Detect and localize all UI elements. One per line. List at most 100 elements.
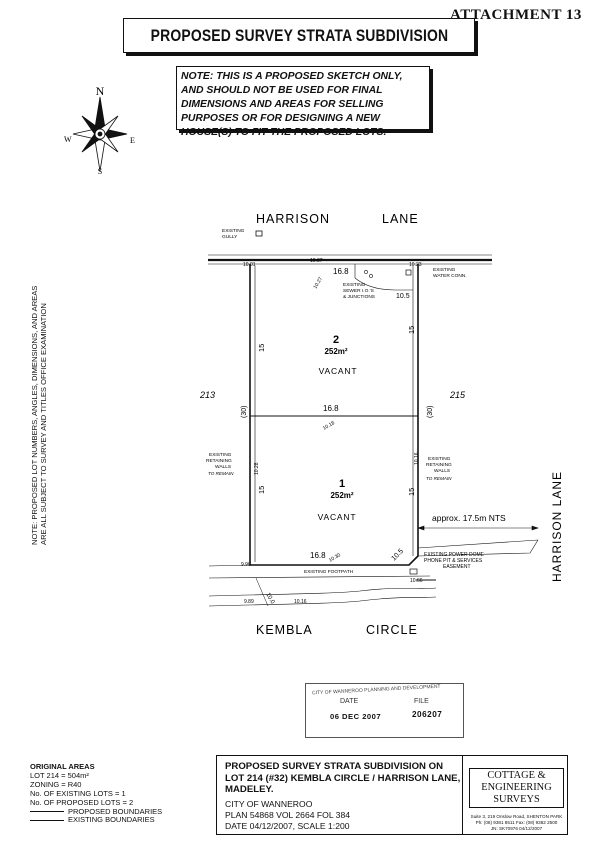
company-block: COTTAGE & ENGINEERING SURVEYS Suite 3, 2… <box>469 768 564 832</box>
lot2-status: VACANT <box>319 366 358 376</box>
stamp-date-value: 06 DEC 2007 <box>330 712 382 721</box>
harrison-lane-road <box>208 254 492 265</box>
stamp-date-label: DATE <box>340 698 359 705</box>
company-phone: Ph: (08) 9381 8511 Fax: (08) 9382 2500 <box>475 820 558 825</box>
power-dome-label-2: PHONE PIT & SERVICES <box>424 558 483 564</box>
title-box: PROPOSED SURVEY STRATA SUBDIVISION <box>123 18 475 53</box>
dim-lot1-left-inner: 10.28 <box>254 462 260 475</box>
company-contact: Suite 3, 219 Onslow Road, SHENTON PARK P… <box>469 814 564 832</box>
legend-proposed: PROPOSED BOUNDARIES <box>30 806 163 817</box>
street-kembla-label: KEMBLA <box>256 623 313 637</box>
existing-gully-label: EXISTING <box>222 228 245 234</box>
company-job: JN: SK70976 04/12/2007 <box>490 826 543 831</box>
compass-east-label: E <box>130 136 135 145</box>
original-lot-area: LOT 214 = 504m² <box>30 770 89 780</box>
dim-left-total: (30) <box>241 406 248 418</box>
dim-top-frontage: 10.37 <box>310 258 323 264</box>
existing-sewer-label: EXISTING <box>343 282 366 288</box>
disclaimer-note-text: NOTE: THIS IS A PROPOSED SKETCH ONLY, AN… <box>181 71 403 138</box>
side-note-line1: NOTE: PROPOSED LOT NUMBERS, ANGLES, DIME… <box>30 285 39 545</box>
title-block-line1: PROPOSED SURVEY STRATA SUBDIVISION ON <box>225 761 444 772</box>
original-areas: ORIGINAL AREAS LOT 214 = 504m² ZONING = … <box>30 762 163 825</box>
dim-lot1-right: 15 <box>407 488 416 496</box>
title-block-details: PROPOSED SURVEY STRATA SUBDIVISION ON LO… <box>225 761 473 832</box>
lot1-number: 1 <box>339 478 345 490</box>
title-block-city: CITY OF WANNEROO <box>225 798 313 809</box>
walls-left-label: EXISTING <box>209 452 232 458</box>
company-name-line1: COTTAGE & ENGINEERING <box>481 770 552 793</box>
company-logo: COTTAGE & ENGINEERING SURVEYS <box>469 768 564 808</box>
side-note-line2: ARE ALL SUBJECT TO SURVEY AND TITLES OFF… <box>39 303 48 545</box>
company-address: Suite 3, 219 Onslow Road, SHENTON PARK <box>470 814 563 819</box>
dim-lot1-right-inner: 10.16 <box>414 452 420 465</box>
existing-gully-label-2: GULLY <box>222 234 238 240</box>
existing-water-label-2: WATER CONN. <box>433 273 467 279</box>
compass-south-label: S <box>98 167 102 176</box>
neighbour-lot-213: 213 <box>199 390 215 400</box>
title-block-date: DATE 04/12/2007, SCALE 1:200 <box>225 820 350 831</box>
walls-right-label-3: WALLS <box>434 468 450 474</box>
sewer-io-icon <box>364 270 368 274</box>
received-stamp: CITY OF WANNEROO PLANNING AND DEVELOPMEN… <box>305 683 464 738</box>
legend-existing: EXISTING BOUNDARIES <box>30 816 162 825</box>
north-arrow-icon <box>72 96 128 172</box>
stamp-file-label: FILE <box>414 698 429 705</box>
walls-left-label-2: RETAINING <box>206 458 232 464</box>
dim-bottom: 16.8 <box>310 551 326 560</box>
title-block-divider <box>462 756 463 834</box>
dim-lot2-top: 16.8 <box>333 267 349 276</box>
stamp-file-value: 206207 <box>412 710 443 719</box>
dim-lot1-left: 15 <box>257 486 266 494</box>
existing-sewer-label-3: & JUNCTIONS <box>343 294 375 300</box>
page-title: PROPOSED SURVEY STRATA SUBDIVISION <box>150 25 448 45</box>
lot2-number: 2 <box>333 334 339 346</box>
lot1-status: VACANT <box>318 512 357 522</box>
dim-corner-bottom-right: 10.5 <box>390 548 405 563</box>
dim-bottom-diag: 10.30 <box>328 552 342 564</box>
street-harrison-lane-side-label: HARRISON LANE <box>550 471 564 582</box>
sewer-junction-icon <box>369 274 373 278</box>
existing-water-label: EXISTING <box>433 267 456 273</box>
lot2-area: 252m² <box>324 347 347 356</box>
dim-kembla-right: 10.16 <box>294 599 307 605</box>
dim-middle: 16.8 <box>323 404 339 413</box>
water-meter-icon <box>405 269 412 276</box>
legend-proposed-label: PROPOSED BOUNDARIES <box>68 806 163 816</box>
compass-west-label: W <box>64 135 72 144</box>
original-areas-heading: ORIGINAL AREAS <box>30 762 95 771</box>
title-block-line2: LOT 214 (#32) KEMBLA CIRCLE / HARRISON L… <box>225 772 461 796</box>
dim-kembla-diag: 10.0 <box>264 592 275 606</box>
existing-footpath-label: EXISTING FOOTPATH <box>304 569 354 575</box>
company-name-line2: SURVEYS <box>493 794 540 805</box>
neighbour-lot-215: 215 <box>449 390 466 400</box>
title-block: PROPOSED SURVEY STRATA SUBDIVISION ON LO… <box>216 755 568 835</box>
street-circle-label: CIRCLE <box>366 623 418 637</box>
walls-left-label-3: WALLS <box>215 464 231 470</box>
dim-lot2-right: 15 <box>407 326 416 334</box>
side-note: NOTE: PROPOSED LOT NUMBERS, ANGLES, DIME… <box>30 225 48 545</box>
title-block-plan: PLAN 54868 VOL 2664 FOL 384 <box>225 809 351 820</box>
lot-boundaries <box>249 264 419 566</box>
zoning: ZONING = R40 <box>30 779 82 789</box>
dim-bottom-road-right: 10.66 <box>410 578 423 584</box>
dim-middle-diag: 10.18 <box>322 420 336 432</box>
street-lane-label: LANE <box>382 212 419 226</box>
existing-lots-count: No. OF EXISTING LOTS = 1 <box>30 788 126 798</box>
kembla-circle-road <box>208 539 539 607</box>
legend-existing-line <box>30 820 64 822</box>
approx-dimension-line <box>417 525 539 531</box>
walls-right-label-2: RETAINING <box>426 462 452 468</box>
dim-corner-top-right: 10.5 <box>396 293 410 300</box>
walls-left-label-4: TO REMAIN <box>208 471 234 476</box>
disclaimer-note-box: NOTE: THIS IS A PROPOSED SKETCH ONLY, AN… <box>176 66 430 138</box>
dim-lot2-right-top: 10.23 <box>409 262 422 268</box>
power-dome-icon <box>409 568 418 575</box>
power-dome-label-3: EASEMENT <box>443 564 471 570</box>
street-harrison-label: HARRISON <box>256 212 330 226</box>
dim-corner-top-left: 10.27 <box>313 276 325 290</box>
approx-distance: approx. 17.5m NTS <box>432 513 506 523</box>
gully-icon <box>255 230 263 237</box>
compass-north-label: N <box>96 84 105 98</box>
legend-existing-label: EXISTING BOUNDARIES <box>68 815 155 825</box>
